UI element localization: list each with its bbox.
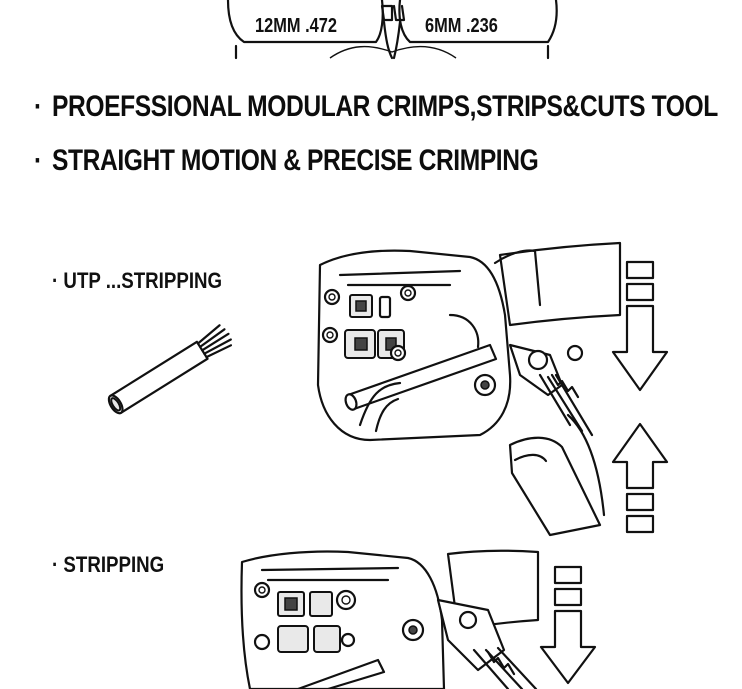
cable-icon [107,324,233,415]
bullet-dot: · [34,144,42,177]
arrow-up-icon [611,422,669,534]
utp-label-text: UTP ...STRIPPING [63,268,223,293]
feature-line-2: · STRAIGHT MOTION & PRECISE CRIMPING [34,144,539,178]
stripping-label-text: STRIPPING [63,552,165,577]
bullet-dot: · [52,552,64,577]
bullet-dot: · [52,268,64,293]
arrow-down-icon [539,565,597,685]
crimping-tool-icon [316,241,622,537]
step-label-utp: · UTP ...STRIPPING [52,268,222,294]
step-label-stripping: · STRIPPING [52,552,164,578]
bullet-dot: · [34,90,42,123]
size-label-6mm: 6MM .236 [425,15,498,37]
feature-text-1: PROEFSSIONAL MODULAR CRIMPS,STRIPS&CUTS … [52,90,718,123]
feature-text-2: STRAIGHT MOTION & PRECISE CRIMPING [52,144,539,177]
crimp-head-outline-icon [226,0,558,60]
arrow-down-icon [611,260,669,392]
size-label-12mm: 12MM .472 [255,15,338,37]
crimping-tool-icon [240,549,540,689]
feature-line-1: · PROEFSSIONAL MODULAR CRIMPS,STRIPS&CUTS… [34,90,718,124]
